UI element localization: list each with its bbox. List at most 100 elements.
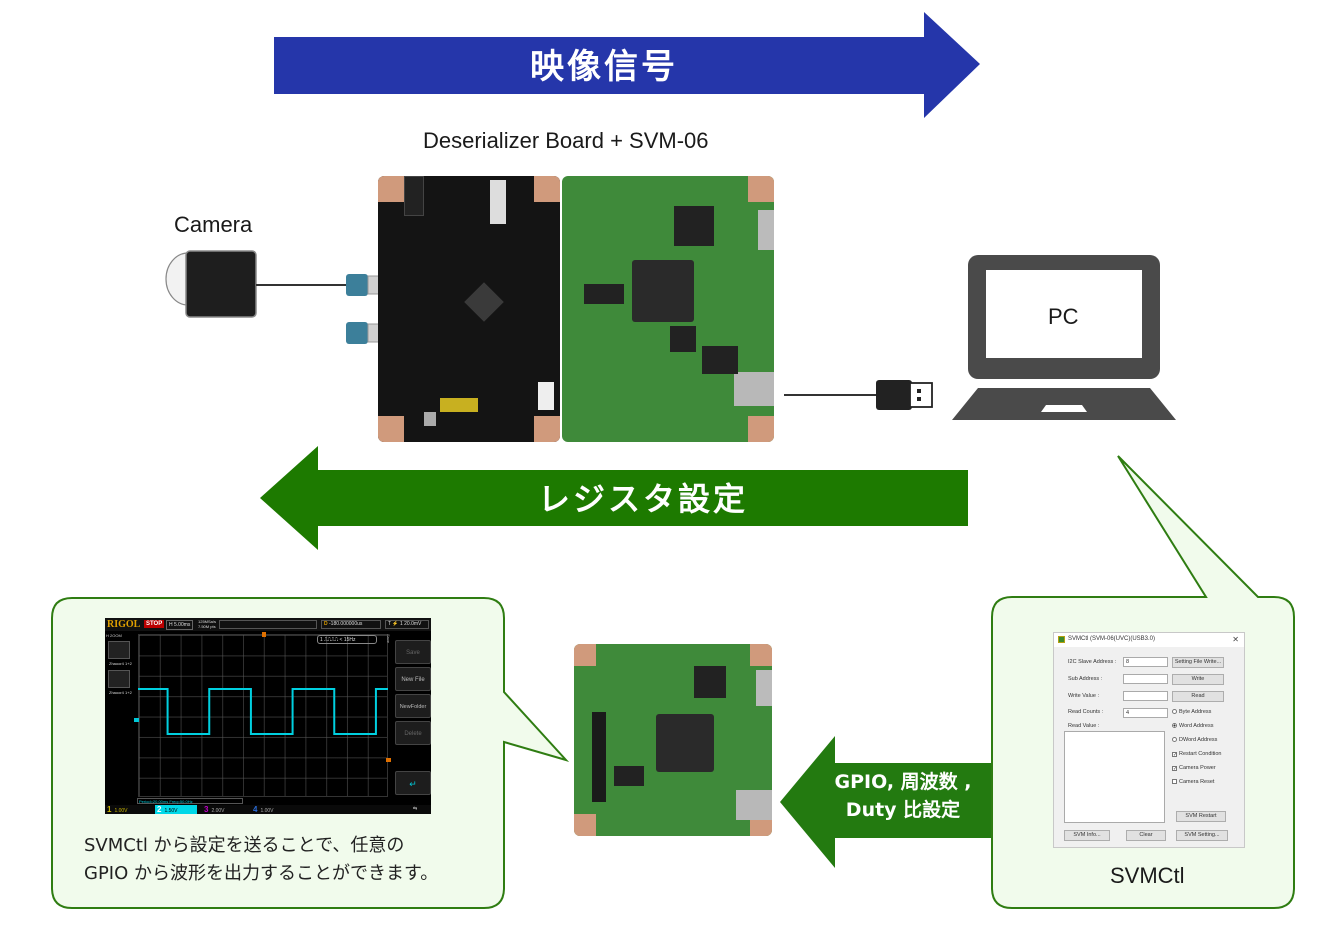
- scope-save-button[interactable]: Save: [395, 640, 431, 664]
- scope-waveform: [138, 688, 388, 735]
- scope-math-label-2: Zhaoor4 1+2: [109, 690, 132, 695]
- dword-address-label: DWord Address: [1179, 737, 1218, 743]
- sub-address-input[interactable]: [1123, 674, 1168, 684]
- svmctl-title: SVMCtl (SVM-06(UVC)(USB3.0): [1068, 636, 1156, 642]
- board-caption: Deserializer Board + SVM-06: [423, 128, 709, 153]
- camera-power-checkbox[interactable]: ✓Camera Power: [1172, 765, 1216, 772]
- camera-power-label: Camera Power: [1179, 765, 1216, 771]
- scope-new-folder-button[interactable]: NewFolder: [395, 694, 431, 718]
- ch4-number: 4: [253, 805, 258, 814]
- scope-trigger: T ⚡ 1 20.0mV: [385, 620, 429, 629]
- video-signal-label: 映像信号: [530, 47, 678, 87]
- svmctl-caption: SVMCtl: [1110, 863, 1185, 888]
- close-icon[interactable]: ✕: [1232, 635, 1239, 644]
- scope-math-icon-2: [108, 670, 130, 688]
- scope-softkey-panel: Save New File NewFolder Delete ↵: [391, 634, 431, 798]
- ch1-scale: 1.00V: [114, 808, 128, 814]
- write-value-label: Write Value :: [1068, 693, 1099, 699]
- pc-laptop-icon: [952, 255, 1176, 420]
- read-button[interactable]: Read: [1172, 691, 1224, 702]
- clear-button[interactable]: Clear: [1126, 830, 1166, 841]
- scope-ch2-marker: [134, 718, 139, 722]
- svm-setting-button[interactable]: SVM Setting...: [1176, 830, 1228, 841]
- ch3-scale: 2.00V: [211, 808, 225, 814]
- scope-trigger-level-marker: [386, 758, 391, 762]
- camera-reset-checkbox[interactable]: Camera Reset: [1172, 779, 1214, 785]
- read-counts-label: Read Counts :: [1068, 709, 1104, 715]
- scope-new-file-button[interactable]: New File: [395, 667, 431, 691]
- callout-description-line2: GPIO から波形を出力することができます。: [84, 863, 439, 884]
- word-address-radio[interactable]: Word Address: [1172, 723, 1213, 729]
- scope-trigger-position-marker: [262, 632, 266, 637]
- byte-address-radio[interactable]: Byte Address: [1172, 709, 1211, 715]
- svmctl-app-icon: [1058, 636, 1065, 643]
- svm06-board-small-image: [574, 644, 772, 836]
- i2c-slave-address-input[interactable]: 8: [1123, 657, 1168, 667]
- restart-condition-checkbox[interactable]: ✓Restart Condition: [1172, 751, 1222, 758]
- callout-description-line1: SVMCtl から設定を送ることで、任意の: [84, 835, 405, 856]
- restart-condition-label: Restart Condition: [1179, 751, 1222, 757]
- ch2-scale: 1.50V: [164, 808, 178, 814]
- usb-plug-icon: [876, 380, 933, 410]
- gpio-setting-arrow: [780, 736, 994, 868]
- scope-delete-button[interactable]: Delete: [395, 721, 431, 745]
- read-value-label: Read Value :: [1068, 723, 1100, 729]
- scope-left-panel: H 2OOM Zhaoor4 1+2 Zhaoor4 1+2: [105, 632, 135, 797]
- setting-file-write-button[interactable]: Setting File Write...: [1172, 657, 1224, 668]
- read-value-textarea[interactable]: [1064, 731, 1165, 823]
- scope-freq-counter: 1 ⎍⎍⎍⎍ < 15Hz: [317, 635, 377, 644]
- register-setting-label: レジスタ設定: [537, 480, 748, 518]
- svm-restart-button[interactable]: SVM Restart: [1176, 811, 1226, 822]
- dword-address-radio[interactable]: DWord Address: [1172, 737, 1217, 743]
- scope-measurement: Period=20.00ms Freq=50.0Hz: [137, 798, 243, 804]
- scope-timebase: H 5.00ms: [166, 620, 194, 630]
- svm-info-button[interactable]: SVM Info...: [1064, 830, 1110, 841]
- read-counts-input[interactable]: 4: [1123, 708, 1168, 718]
- scope-menu-title: Save: [386, 634, 391, 644]
- gpio-setting-line2: Duty 比設定: [845, 799, 961, 821]
- gpio-setting-label: GPIO, 周波数 , Duty 比設定: [808, 768, 998, 824]
- byte-address-label: Byte Address: [1179, 709, 1212, 715]
- scope-grid: [138, 634, 388, 797]
- register-setting-arrow: [260, 446, 968, 550]
- svm06-board-image: [562, 176, 774, 442]
- scope-usb-icon: ⇆: [413, 806, 418, 812]
- scope-math-label-1: Zhaoor4 1+2: [109, 661, 132, 666]
- scope-sample-rate: 125MSa/s 7.50M pts: [198, 619, 216, 629]
- ch2-number: 2: [157, 805, 162, 814]
- scope-delay-value: -180.000000us: [329, 621, 363, 627]
- sub-address-label: Sub Address :: [1068, 676, 1103, 682]
- svmctl-titlebar: SVMCtl (SVM-06(UVC)(USB3.0) ✕: [1054, 633, 1244, 647]
- fakra-connector-2: [346, 322, 368, 344]
- camera-reset-label: Camera Reset: [1179, 779, 1215, 785]
- camera-caption: Camera: [174, 212, 253, 237]
- scope-sample-rate-value: 125MSa/s: [198, 619, 217, 624]
- write-button[interactable]: Write: [1172, 674, 1224, 685]
- scope-memory-depth: 7.50M pts: [198, 624, 216, 629]
- i2c-slave-address-label: I2C Slave Address :: [1068, 659, 1117, 665]
- scope-waveform-trace: [138, 688, 388, 735]
- video-signal-arrow: [274, 12, 980, 118]
- scope-run-state: STOP: [144, 620, 165, 628]
- scope-return-button[interactable]: ↵: [395, 771, 431, 795]
- scope-delay: D -180.000000us: [321, 620, 381, 629]
- word-address-label: Word Address: [1179, 723, 1214, 729]
- fakra-connector-1: [346, 274, 368, 296]
- scope-top-bar: RIGOL STOP H 5.00ms 125MSa/s 7.50M pts D…: [105, 618, 431, 631]
- scope-math-icon-1: [108, 641, 130, 659]
- ch1-number: 1: [107, 805, 112, 814]
- write-value-input[interactable]: [1123, 691, 1168, 701]
- gpio-setting-line1: GPIO, 周波数 ,: [834, 771, 972, 793]
- scope-brand: RIGOL: [107, 619, 141, 630]
- oscilloscope-screenshot: RIGOL STOP H 5.00ms 125MSa/s 7.50M pts D…: [105, 618, 431, 814]
- pc-caption: PC: [1048, 304, 1079, 329]
- scope-memory-strip: [219, 620, 317, 629]
- ch4-scale: 1.00V: [260, 808, 274, 814]
- camera-icon: [165, 250, 257, 318]
- deserializer-board-image: [378, 176, 560, 442]
